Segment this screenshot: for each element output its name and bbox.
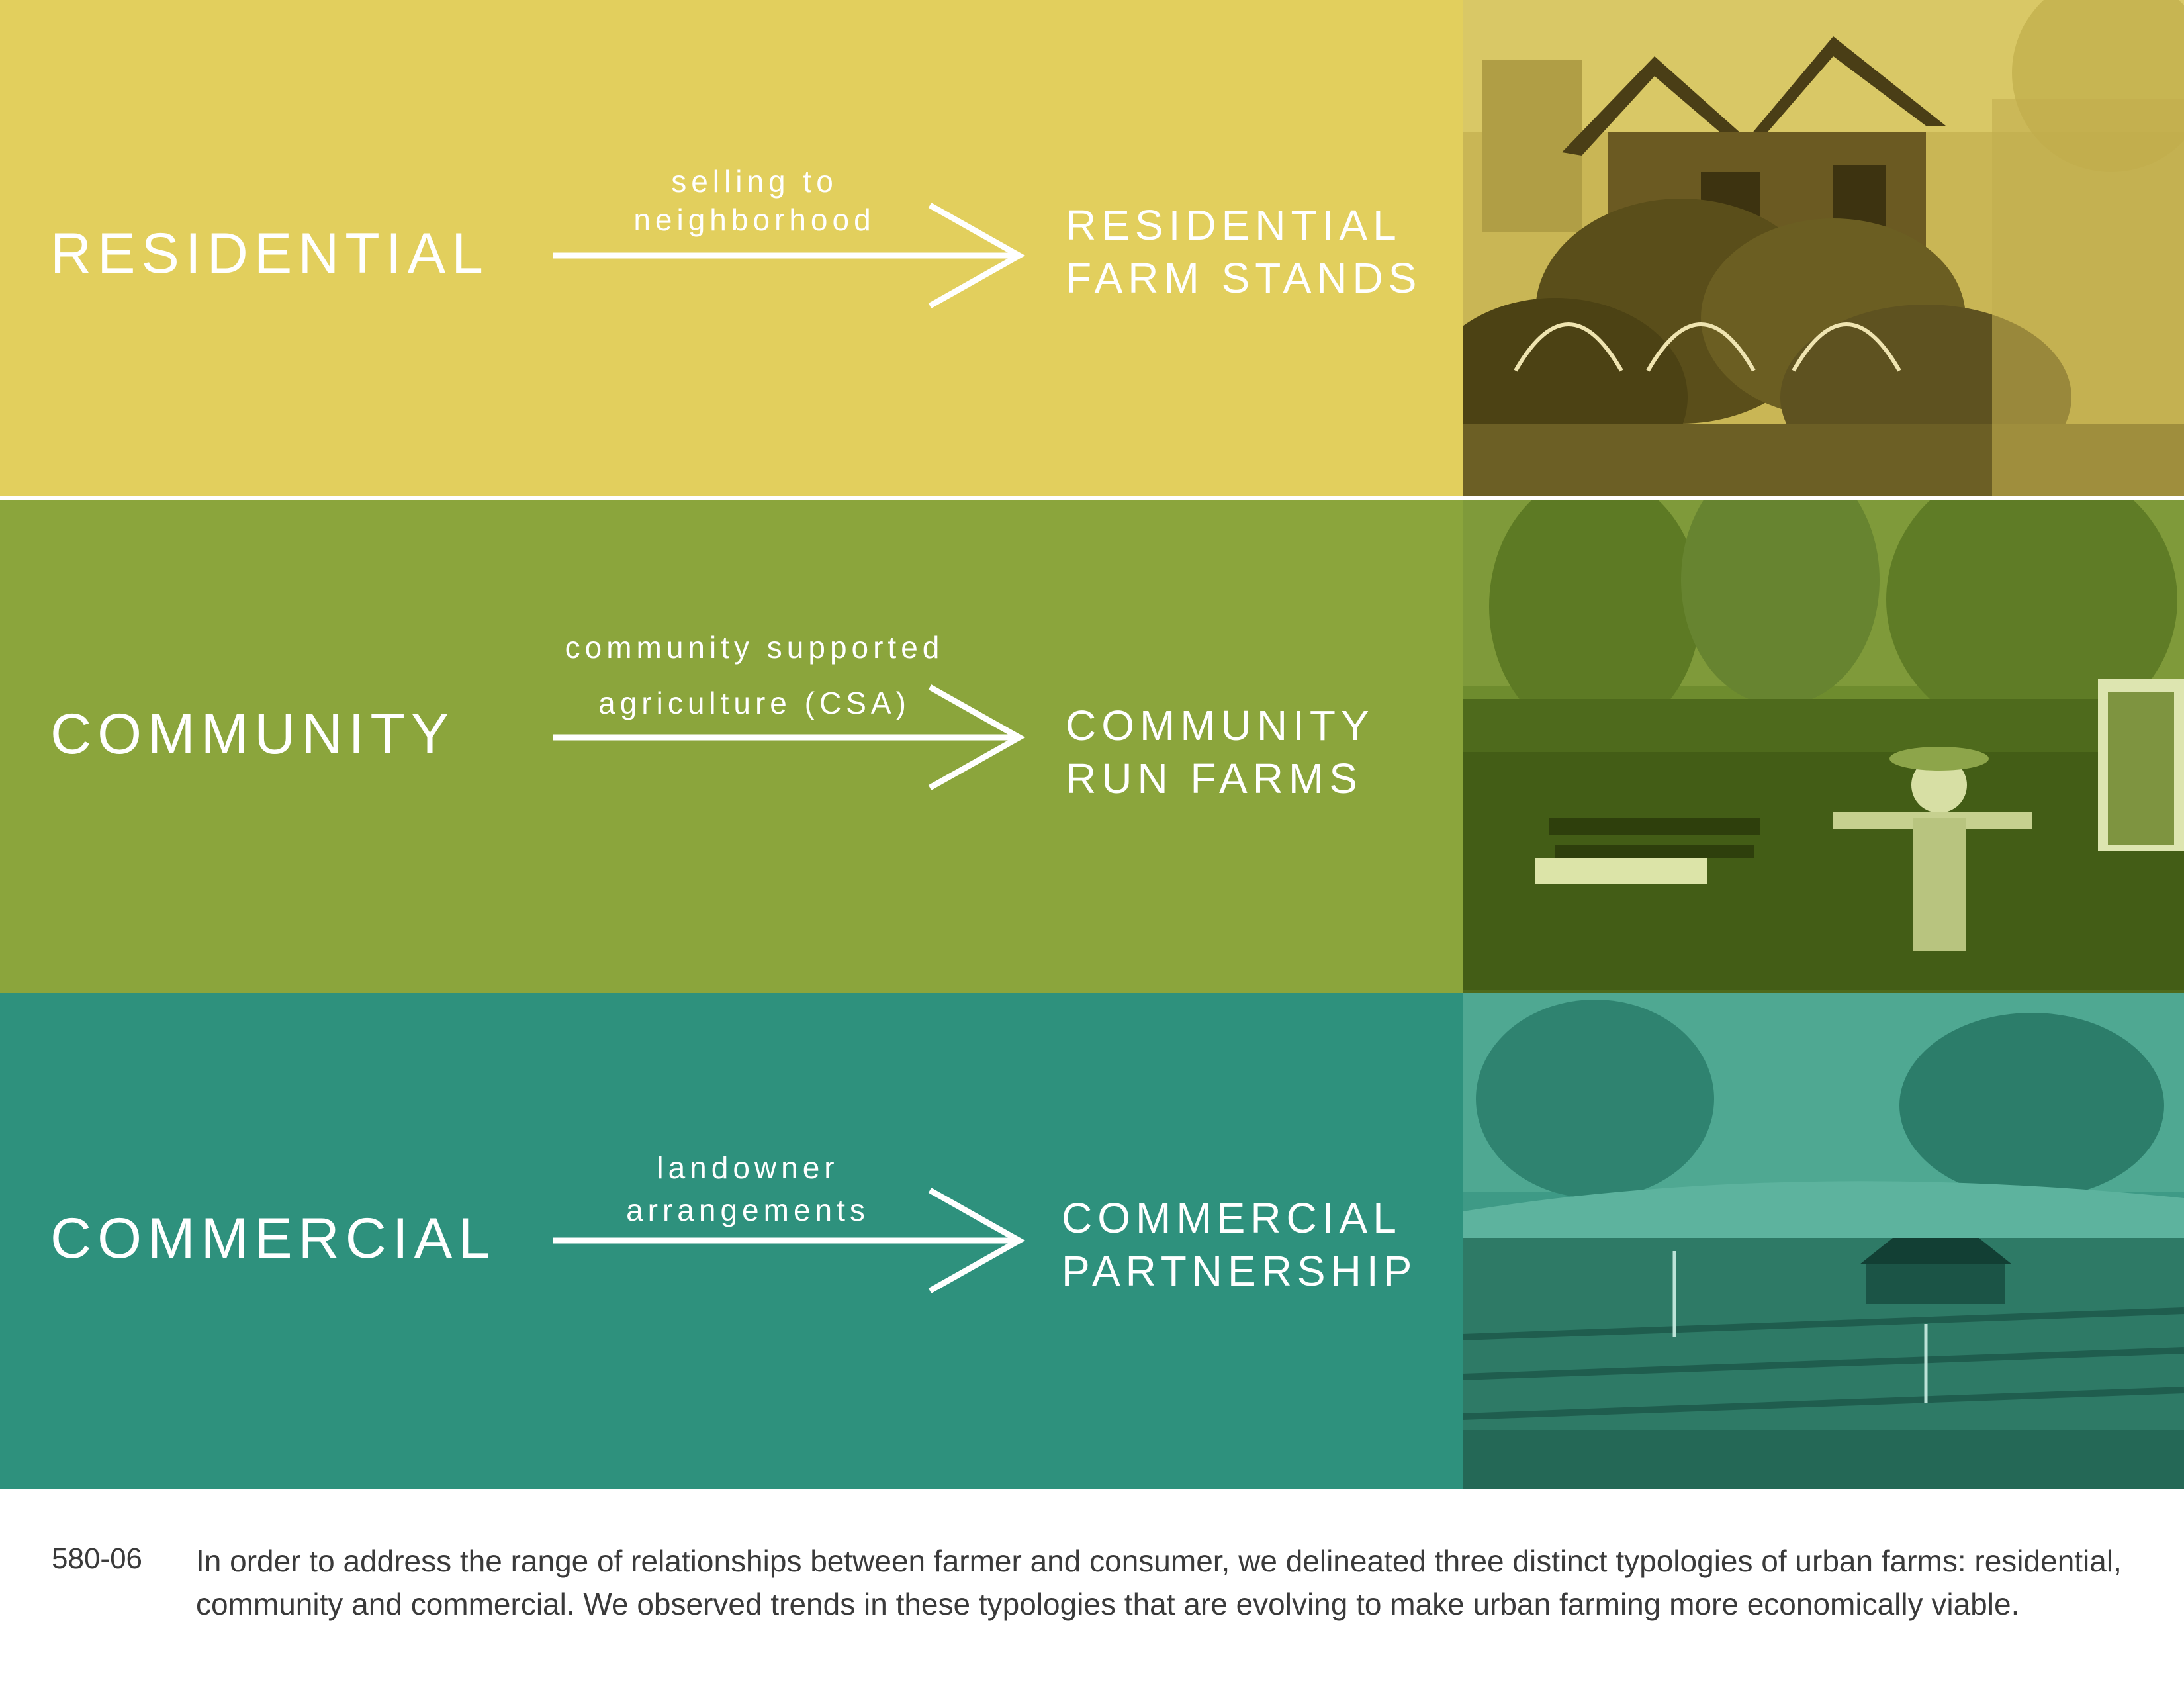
arrow-icon (553, 203, 1026, 308)
figure-number: 580-06 (52, 1542, 143, 1575)
category-commercial: COMMERCIAL (50, 1207, 496, 1270)
result-line-1: RESIDENTIAL (1066, 201, 1402, 249)
category-community: COMMUNITY (50, 702, 455, 766)
category-residential: RESIDENTIAL (50, 222, 489, 285)
scarecrow-garden-photo (1463, 500, 2184, 993)
commercial-panel: COMMERCIAL landowner arrangements COMMER… (0, 993, 1463, 1489)
arrow-icon (553, 684, 1026, 790)
commercial-row: COMMERCIAL landowner arrangements COMMER… (0, 993, 2184, 1489)
result-line-2: FARM STANDS (1066, 254, 1422, 302)
relationship-line-1: community supported (565, 630, 944, 665)
result-residential-farm-stands: RESIDENTIAL FARM STANDS (1066, 199, 1422, 305)
farm-field-gazebo-photo (1463, 993, 2184, 1489)
garden-shed-photo (1463, 0, 2184, 496)
relationship-line-2: agriculture (CSA) (598, 686, 911, 720)
figure-caption: 580-06 In order to address the range of … (0, 1489, 2184, 1688)
result-commercial-partnership: COMMERCIAL PARTNERSHIP (1062, 1192, 1417, 1297)
result-line-1: COMMERCIAL (1062, 1194, 1402, 1242)
caption-text: In order to address the range of relatio… (196, 1544, 2122, 1621)
residential-panel: RESIDENTIAL selling to neighborhood RESI… (0, 0, 1463, 496)
result-line-2: RUN FARMS (1066, 755, 1363, 802)
relationship-label-commercial: landowner arrangements (582, 1147, 913, 1231)
relationship-label-community: community supported agriculture (CSA) (529, 620, 979, 731)
residential-row: RESIDENTIAL selling to neighborhood RESI… (0, 0, 2184, 496)
community-panel: COMMUNITY community supported agricultur… (0, 500, 1463, 993)
relationship-line-2: neighborhood (633, 203, 876, 237)
relationship-line-1: landowner (657, 1150, 839, 1185)
result-line-2: PARTNERSHIP (1062, 1247, 1418, 1295)
relationship-line-2: arrangements (626, 1193, 870, 1227)
result-line-1: COMMUNITY (1066, 702, 1375, 749)
result-community-run-farms: COMMUNITY RUN FARMS (1066, 699, 1375, 805)
community-row: COMMUNITY community supported agricultur… (0, 500, 2184, 993)
relationship-label-residential: selling to neighborhood (596, 162, 913, 239)
arrow-icon (553, 1188, 1026, 1293)
relationship-line-1: selling to (671, 164, 838, 199)
